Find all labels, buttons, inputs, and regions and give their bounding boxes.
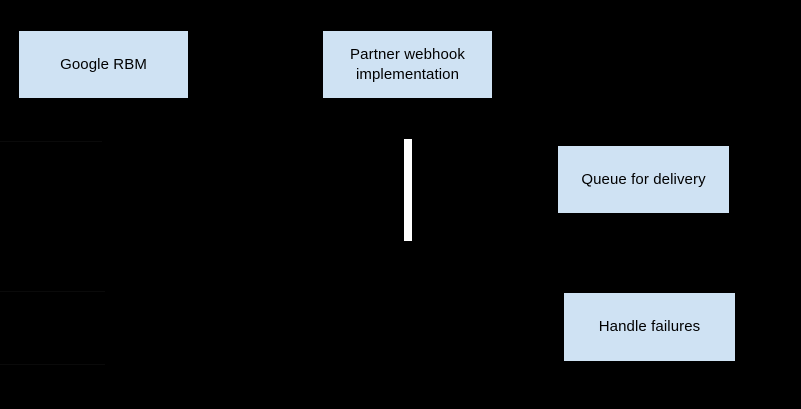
faint-rule-3 bbox=[0, 364, 105, 365]
node-queue-for-delivery[interactable]: Queue for delivery bbox=[558, 146, 729, 213]
vertical-connector-bar bbox=[404, 139, 412, 241]
node-google-rbm[interactable]: Google RBM bbox=[19, 31, 188, 98]
faint-rule-1 bbox=[0, 141, 102, 142]
node-partner-webhook-implementation[interactable]: Partner webhook implementation bbox=[323, 31, 492, 98]
node-handle-failures[interactable]: Handle failures bbox=[564, 293, 735, 361]
faint-rule-2 bbox=[0, 291, 105, 292]
